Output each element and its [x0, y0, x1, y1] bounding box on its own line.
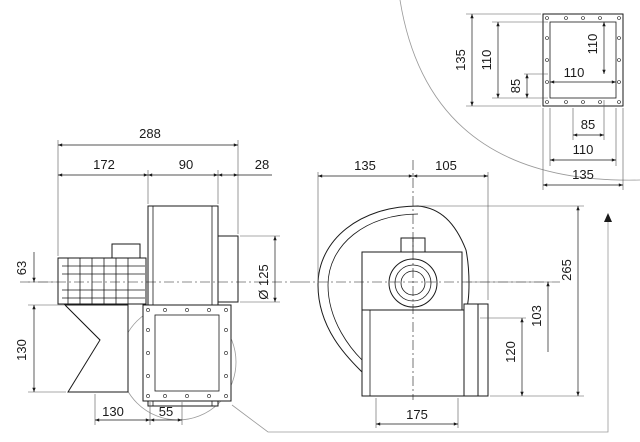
- dim-flange-inner-height-right: 110: [585, 34, 600, 55]
- motor-cooling-fins: [79, 258, 129, 304]
- front-view: [300, 160, 584, 428]
- dim-flange-outer-height: 135: [453, 49, 468, 71]
- dim-flange-inner-height: 110: [479, 50, 494, 71]
- flange-detail-bolt-holes: [545, 16, 621, 104]
- dim-outlet-edge: 55: [159, 404, 173, 419]
- dim-front-right-extent: 105: [435, 158, 457, 173]
- dim-front-outlet-center: 120: [503, 341, 518, 363]
- dim-motor-length: 172: [93, 157, 115, 172]
- detail-leader-line: [231, 218, 609, 433]
- dim-front-left-extent: 135: [354, 158, 376, 173]
- outlet-flange-side: [142, 304, 232, 402]
- flange-detail: [466, 13, 624, 190]
- dim-housing-width: 90: [179, 157, 193, 172]
- dim-flange-inner-width: 110: [573, 142, 594, 157]
- dim-flange-center-offset-h: 85: [581, 117, 595, 132]
- side-base-support: [63, 304, 129, 393]
- dim-outlet-offset: 28: [255, 157, 269, 172]
- dim-inlet-diameter: Ø 125: [256, 264, 271, 299]
- dim-front-base-width: 175: [406, 407, 428, 422]
- dim-base-height: 130: [14, 339, 29, 361]
- front-outlet-flange: [463, 303, 479, 397]
- dim-shaft-height: 63: [14, 261, 29, 275]
- dim-flange-inner-width-top: 110: [564, 65, 585, 80]
- dim-front-overall-height: 265: [559, 259, 574, 281]
- dim-front-flange-height: 103: [529, 305, 544, 327]
- detail-callout-arc: [399, 0, 640, 181]
- flange-detail-outer: [542, 13, 624, 107]
- side-view: [20, 140, 300, 425]
- inlet-pipe: [217, 235, 239, 303]
- motor-terminal-box: [111, 243, 141, 259]
- dim-base-width: 130: [102, 404, 124, 419]
- motor-body: [57, 257, 147, 305]
- detail-leader-arrow: [604, 213, 612, 222]
- dim-flange-center-offset-v: 85: [508, 79, 523, 93]
- outlet-flange-bolt-holes: [146, 308, 228, 398]
- flange-detail-inner: [549, 21, 617, 99]
- dim-flange-outer-width: 135: [572, 167, 594, 182]
- dim-overall-width: 288: [139, 126, 161, 141]
